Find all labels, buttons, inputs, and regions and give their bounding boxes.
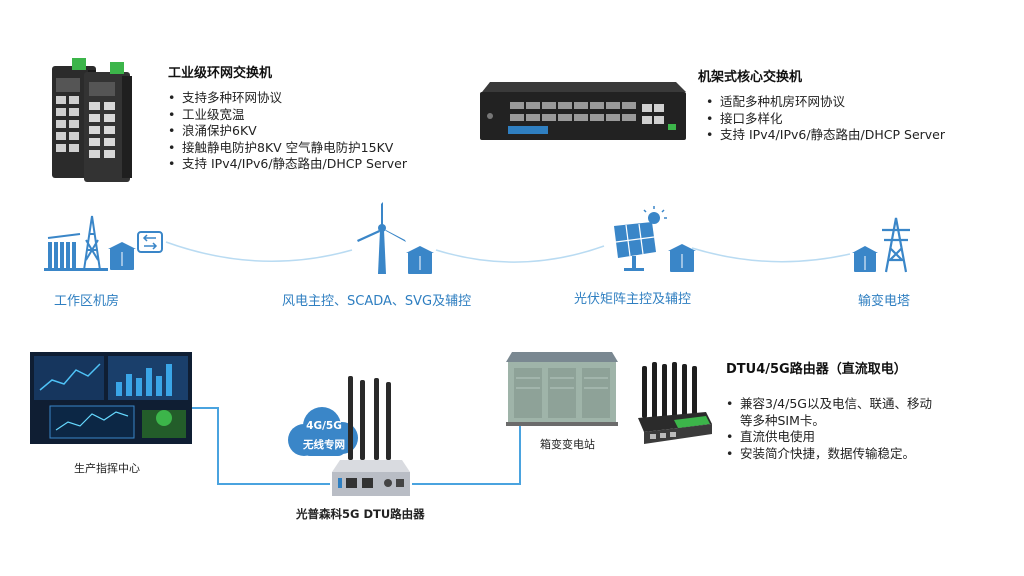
node-label-tower: 输变电塔: [858, 294, 911, 309]
feature-text-continued: 等多种SIM卡。: [740, 412, 825, 428]
solar-panel-icon: [606, 206, 696, 274]
feature-item: 直流供电使用: [726, 429, 932, 446]
cloud-label-line1: 4G/5G: [306, 420, 342, 432]
feature-item: 浪涌保护6KV: [168, 123, 407, 140]
link-line: [691, 247, 851, 263]
feature-item: 适配多种机房环网协议: [706, 94, 945, 111]
feature-item: 接口多样化: [706, 111, 945, 128]
rack-switch-image: [476, 78, 688, 146]
industrial-switch-title: 工业级环网交换机: [168, 66, 273, 81]
rack-switch-features: 适配多种机房环网协议 接口多样化 支持 IPv4/IPv6/静态路由/DHCP …: [706, 94, 945, 144]
ring-network-links: [165, 241, 851, 263]
substation-image: [500, 348, 624, 428]
feature-item: 支持 IPv4/IPv6/静态路由/DHCP Server: [168, 156, 407, 173]
control-center-image: [30, 352, 192, 444]
industrial-switch-features: 支持多种环网协议 工业级宽温 浪涌保护6KV 接触静电防护8KV 空气静电防护1…: [168, 90, 407, 173]
link-line: [165, 241, 353, 263]
feature-item: 支持多种环网协议: [168, 90, 407, 107]
transmission-tower-icon: [852, 216, 918, 274]
link-line: [435, 245, 605, 263]
substation-caption: 箱变变电站: [540, 438, 595, 451]
link-line: [412, 422, 521, 485]
feature-item: 支持 IPv4/IPv6/静态路由/DHCP Server: [706, 127, 945, 144]
dtu-router-caption: 光普森科5G DTU路由器: [296, 507, 425, 521]
dtu-router-image: [330, 376, 412, 500]
feature-item: 安装简介快捷，数据传输稳定。: [726, 446, 932, 463]
cloud-label-line2: 无线专网: [303, 439, 345, 451]
industrial-switch-image: [44, 56, 152, 184]
feature-item: 接触静电防护8KV 空气静电防护15KV: [168, 140, 407, 157]
control-center-caption: 生产指挥中心: [74, 462, 140, 475]
dtu-router-title: DTU4/5G路由器（直流取电）: [726, 362, 907, 377]
rack-switch-title: 机架式核心交换机: [698, 70, 803, 85]
node-label-solar-control: 光伏矩阵主控及辅控: [574, 292, 692, 307]
wind-turbine-icon: [352, 200, 436, 276]
feature-item: 工业级宽温: [168, 107, 407, 124]
dtu-dc-router-image: [634, 362, 714, 446]
node-label-wind-control: 风电主控、SCADA、SVG及辅控: [282, 294, 472, 309]
node-label-machine-room: 工作区机房: [54, 294, 120, 309]
feature-text: 兼容3/4/5G以及电信、联通、移动: [740, 396, 932, 411]
machine-room-icon: [44, 212, 168, 272]
